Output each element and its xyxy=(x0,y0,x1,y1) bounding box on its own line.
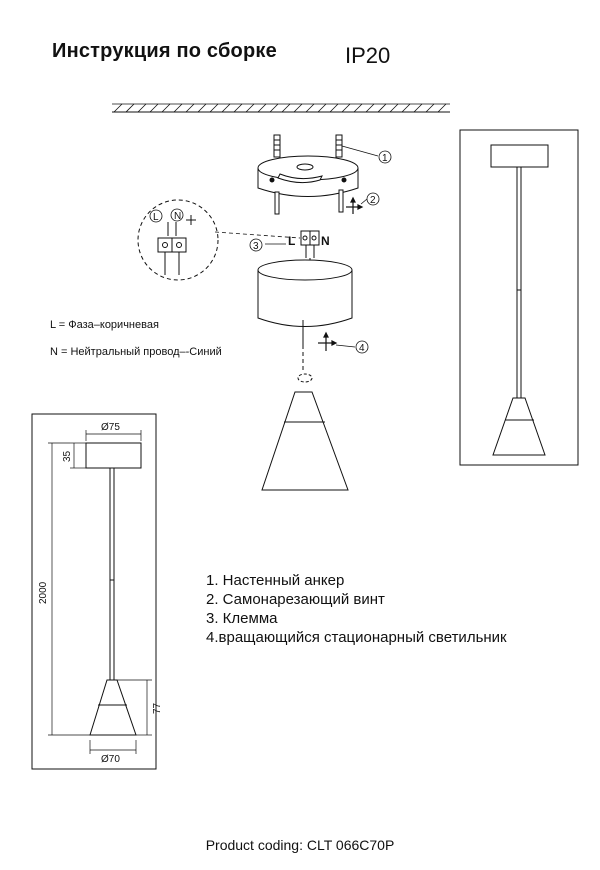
parts-list-item: 1. Настенный анкер xyxy=(206,572,345,589)
detail-label-n: N xyxy=(174,211,181,222)
dim-canopy-height: 35 xyxy=(62,450,73,462)
assembled-view-frame xyxy=(459,129,579,466)
dimension-view xyxy=(85,442,142,736)
detail-label-l: L xyxy=(153,212,159,223)
parts-list-item: 4.вращающийся стационарный светильник xyxy=(206,629,507,646)
legend-phase: L = Фаза–коричневая xyxy=(50,319,159,331)
cone-shade xyxy=(261,373,349,491)
parts-list-item: 2. Самонарезающий винт xyxy=(206,591,385,608)
callout-4: 4 xyxy=(359,343,365,354)
arrows-4 xyxy=(318,331,338,351)
dimension-lines xyxy=(48,430,152,754)
terminal-label-l: L xyxy=(288,234,295,248)
legend-neutral: N = Нейтральный провод–-Синий xyxy=(50,346,222,358)
wiring-detail xyxy=(137,199,219,281)
product-coding: Product coding: CLT 066C70P xyxy=(205,837,395,853)
dim-canopy-diameter: Ø75 xyxy=(101,422,120,433)
dim-total-height: 2000 xyxy=(38,581,49,604)
ip-rating: IP20 xyxy=(345,43,391,68)
fixture-cover xyxy=(257,259,353,327)
page-title: Инструкция по сборке xyxy=(52,40,277,62)
canopy-plate xyxy=(257,155,359,197)
callout-2: 2 xyxy=(370,195,376,206)
dimension-view-frame xyxy=(31,413,157,770)
terminal-block xyxy=(300,230,320,246)
assembled-view xyxy=(490,144,549,456)
parts-list: 1. Настенный анкер 2. Самонарезающий вин… xyxy=(206,571,507,647)
wall-anchor xyxy=(273,134,343,158)
self-tapping-screw xyxy=(274,189,344,215)
terminal-label-n: N xyxy=(321,234,330,248)
arrows-2 xyxy=(346,196,364,214)
callout-1: 1 xyxy=(382,153,388,164)
dim-shade-height: 77 xyxy=(152,702,163,714)
ceiling-hatch xyxy=(112,103,450,113)
dim-shade-diameter: Ø70 xyxy=(101,754,120,765)
callout-3: 3 xyxy=(253,241,259,252)
parts-list-item: 3. Клемма xyxy=(206,610,278,627)
